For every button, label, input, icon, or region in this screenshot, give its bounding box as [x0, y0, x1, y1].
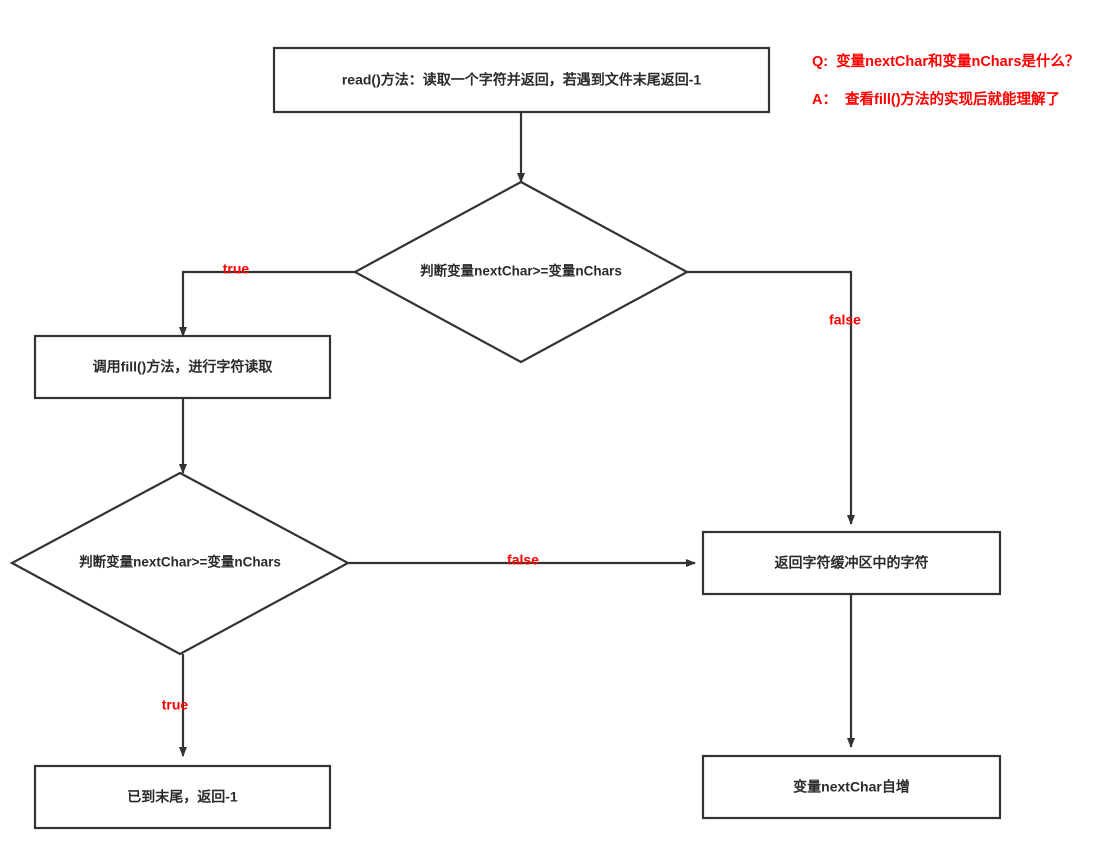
edge-decision-1-to-return-buffer-char: false: [687, 270, 861, 525]
node-decision-1-label: 判断变量nextChar>=变量nChars: [420, 263, 622, 279]
edge-decision-2-to-end-of-file: true: [162, 654, 189, 757]
edge-decision-1-to-call-fill: true: [179, 261, 355, 337]
annotation-answer-text: 查看fill()方法的实现后就能理解了: [844, 92, 1061, 108]
node-decision-2[interactable]: 判断变量nextChar>=变量nChars: [9, 471, 351, 656]
annotation-question-text: 变量nextChar和变量nChars是什么？: [836, 54, 1080, 70]
annotation-answer-prefix: A：: [812, 92, 837, 108]
node-end-of-file[interactable]: 已到末尾，返回-1: [33, 764, 332, 830]
node-decision-2-label: 判断变量nextChar>=变量nChars: [79, 554, 281, 570]
edge-decision-2-to-return-buffer-char: false: [348, 552, 696, 568]
edge-label-true-2: true: [162, 697, 189, 713]
node-end-of-file-label: 已到末尾，返回-1: [127, 789, 238, 805]
edge-label-true-1: true: [223, 261, 250, 277]
node-increment-nextchar-label: 变量nextChar自增: [793, 779, 910, 795]
edge-label-false-1: false: [829, 312, 861, 328]
node-call-fill-label: 调用fill()方法，进行字符读取: [93, 359, 274, 375]
annotation-answer: A： 查看fill()方法的实现后就能理解了: [812, 88, 1060, 109]
node-read-method[interactable]: read()方法：读取一个字符并返回，若遇到文件末尾返回-1: [272, 46, 771, 114]
annotation-question-prefix: Q:: [812, 54, 829, 70]
node-decision-1[interactable]: 判断变量nextChar>=变量nChars: [352, 180, 690, 364]
edge-label-false-2: false: [507, 552, 539, 568]
node-return-buffer-char[interactable]: 返回字符缓冲区中的字符: [701, 530, 1002, 596]
annotation-question: Q: 变量nextChar和变量nChars是什么？: [812, 50, 1079, 71]
node-increment-nextchar[interactable]: 变量nextChar自增: [701, 754, 1002, 820]
node-return-buffer-char-label: 返回字符缓冲区中的字符: [775, 555, 929, 571]
node-read-method-label: read()方法：读取一个字符并返回，若遇到文件末尾返回-1: [342, 72, 702, 88]
node-call-fill[interactable]: 调用fill()方法，进行字符读取: [33, 334, 332, 400]
